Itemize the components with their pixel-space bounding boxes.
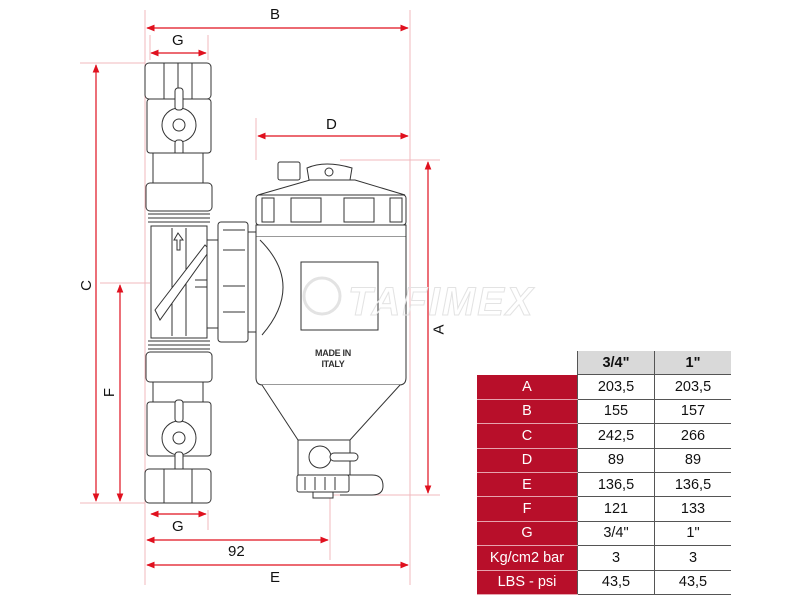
label-dim-G-top: G <box>172 32 184 49</box>
label-dim-F: F <box>101 387 119 398</box>
cell-3-4: 155 <box>577 399 655 425</box>
cell-1: 157 <box>654 399 731 425</box>
cell-3-4: 203,5 <box>577 374 655 400</box>
label-dim-92: 92 <box>228 543 245 560</box>
label-dim-C: C <box>77 280 95 291</box>
separator-body <box>255 161 407 499</box>
row-label: LBS - psi <box>477 570 578 595</box>
cell-1: 266 <box>654 423 731 449</box>
cell-3-4: 242,5 <box>577 423 655 449</box>
cell-1: 133 <box>654 496 731 522</box>
cell-1: 3 <box>654 545 731 571</box>
row-label: Kg/cm2 bar <box>477 545 578 571</box>
header-blank <box>477 351 578 375</box>
header-3-4: 3/4" <box>577 351 655 376</box>
watermark-text: TAFIMEX <box>348 280 535 325</box>
row-label: B <box>477 399 578 425</box>
row-label: C <box>477 423 578 449</box>
row-label: E <box>477 472 578 498</box>
label-dim-G-bottom: G <box>172 518 184 535</box>
row-label: A <box>477 374 578 400</box>
valve-assembly <box>144 62 256 504</box>
cell-3-4: 89 <box>577 448 655 473</box>
made-in-line: MADE IN <box>315 348 351 358</box>
italy-line: ITALY <box>321 359 345 369</box>
label-dim-B: B <box>270 6 281 23</box>
row-label: F <box>477 496 578 522</box>
cell-1: 203,5 <box>654 374 731 400</box>
table-header-row: 3/4" 1" <box>477 351 731 376</box>
cell-3-4: 3/4" <box>577 521 655 547</box>
label-dim-E: E <box>270 569 281 586</box>
dimension-lines <box>92 24 432 569</box>
row-label: G <box>477 521 578 547</box>
cell-3-4: 136,5 <box>577 472 655 498</box>
label-dim-A: A <box>430 324 448 335</box>
cell-1: 89 <box>654 448 731 473</box>
cell-1: 1" <box>654 521 731 547</box>
cell-1: 43,5 <box>654 570 731 595</box>
watermark-logo-icon <box>302 276 342 316</box>
label-dim-D: D <box>326 116 337 133</box>
header-1: 1" <box>654 351 731 376</box>
row-label: D <box>477 448 578 473</box>
cell-3-4: 121 <box>577 496 655 522</box>
cell-3-4: 3 <box>577 545 655 571</box>
cell-1: 136,5 <box>654 472 731 498</box>
cell-3-4: 43,5 <box>577 570 655 595</box>
made-in-italy-label: MADE IN ITALY <box>300 348 366 370</box>
